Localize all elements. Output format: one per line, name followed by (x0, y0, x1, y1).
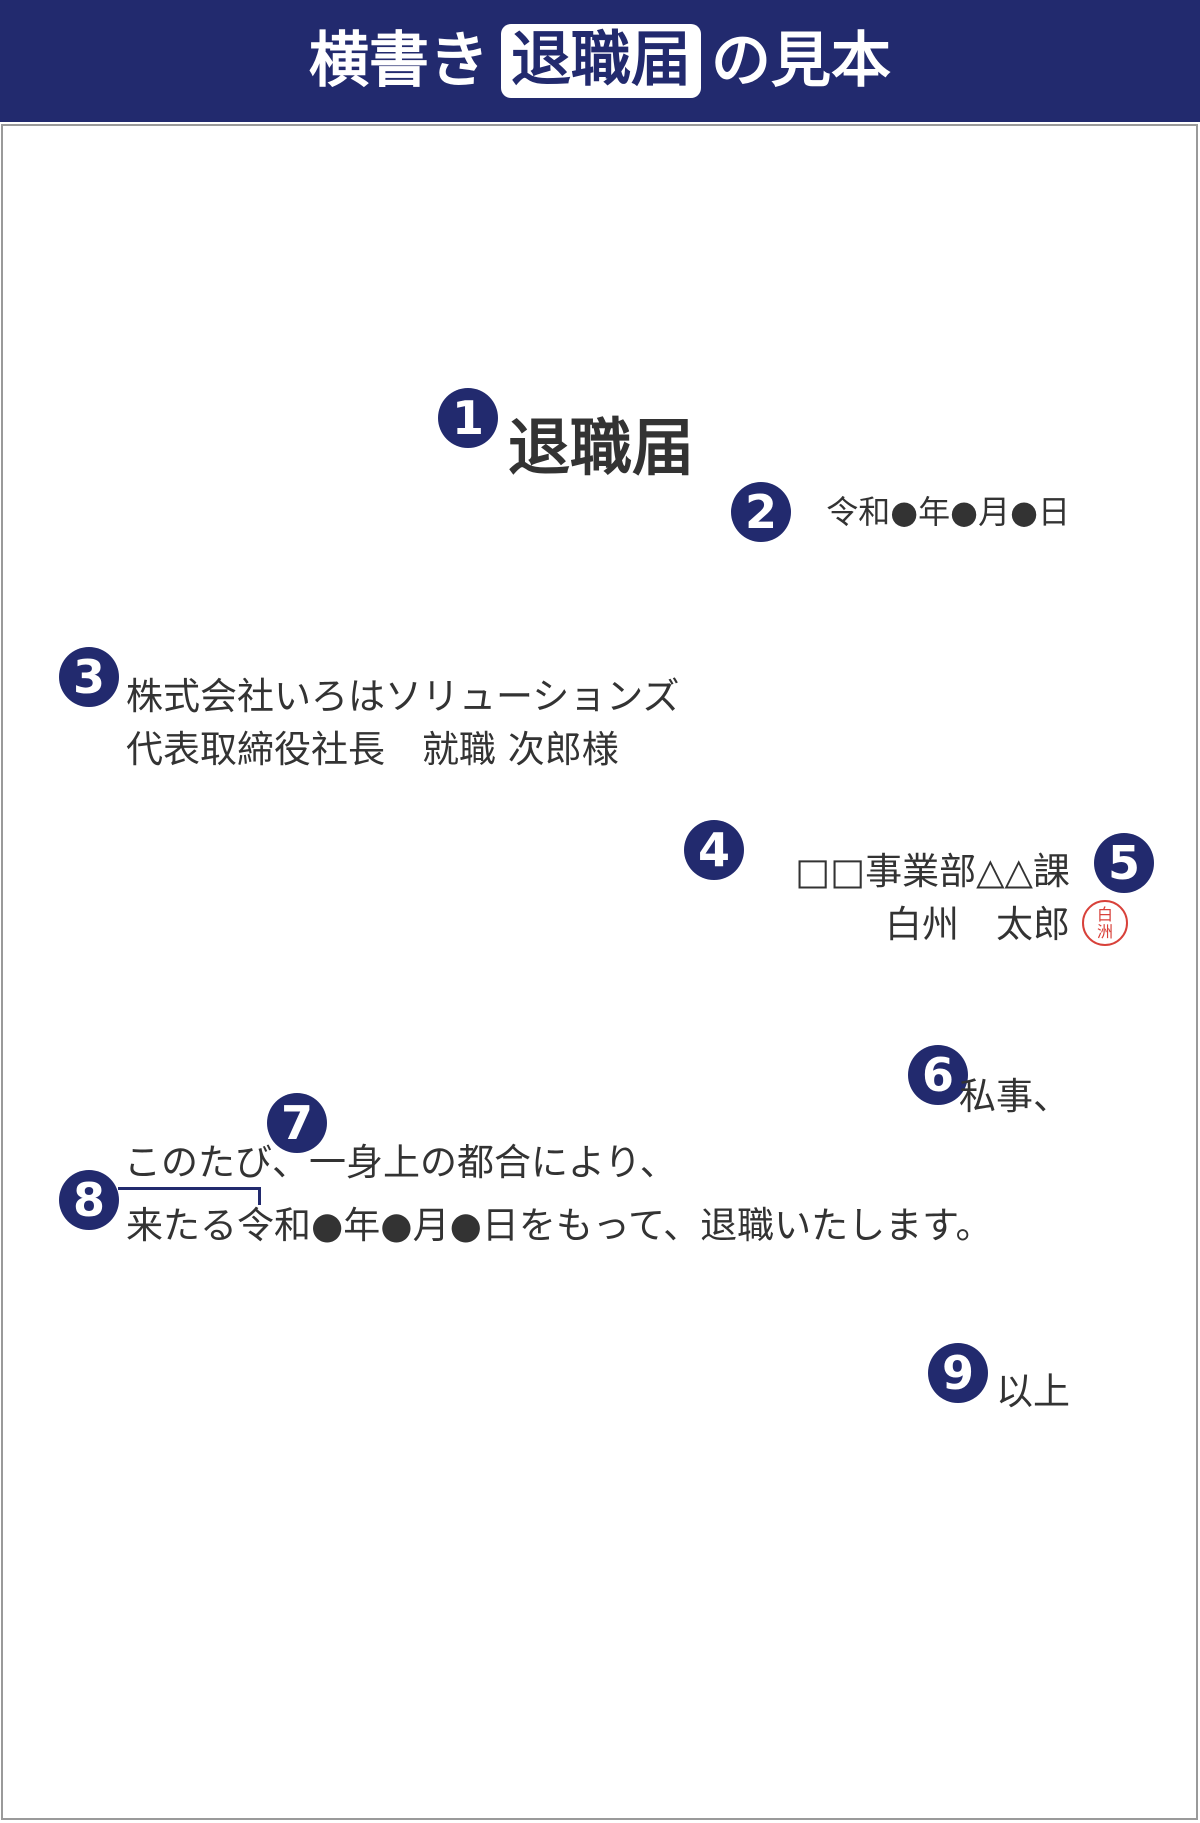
closing-phrase: 以上 (996, 1370, 1070, 1413)
recipient-company: 株式会社いろはソリューションズ (126, 675, 680, 718)
marker-6: 6 (908, 1045, 968, 1105)
marker-4: 4 (684, 820, 744, 880)
sender-department: □□事業部△△課 (795, 850, 1070, 893)
sender-name: 白州 太郎 (885, 903, 1070, 946)
marker-8: 8 (59, 1170, 119, 1230)
marker-2: 2 (731, 482, 791, 542)
header-title-suffix: の見本 (711, 26, 891, 96)
highlight-bracket (118, 1187, 261, 1205)
seal-stamp-icon: 白 洲 (1082, 900, 1128, 946)
body-line-1: このたび、一身上の都合により、 (124, 1141, 677, 1184)
header-banner: 横書き 退職届 の見本 (0, 0, 1200, 122)
marker-7: 7 (267, 1093, 327, 1153)
document-date: 令和●年●月●日 (826, 493, 1070, 531)
document-sheet (1, 124, 1198, 1820)
opening-phrase: 私事、 (959, 1075, 1070, 1118)
header-title-prefix: 横書き (309, 26, 489, 96)
recipient-name: 代表取締役社長 就職 次郎様 (126, 728, 619, 771)
document-title: 退職届 (508, 411, 695, 484)
seal-char-bottom: 洲 (1096, 922, 1113, 941)
marker-3: 3 (59, 647, 119, 707)
marker-9: 9 (928, 1343, 988, 1403)
seal-char-top: 白 (1096, 905, 1113, 924)
body-line-2: 来たる令和●年●月●日をもって、退職いたします。 (126, 1204, 993, 1247)
header-title-highlight: 退職届 (501, 24, 701, 98)
marker-1: 1 (438, 388, 498, 448)
marker-5: 5 (1094, 833, 1154, 893)
